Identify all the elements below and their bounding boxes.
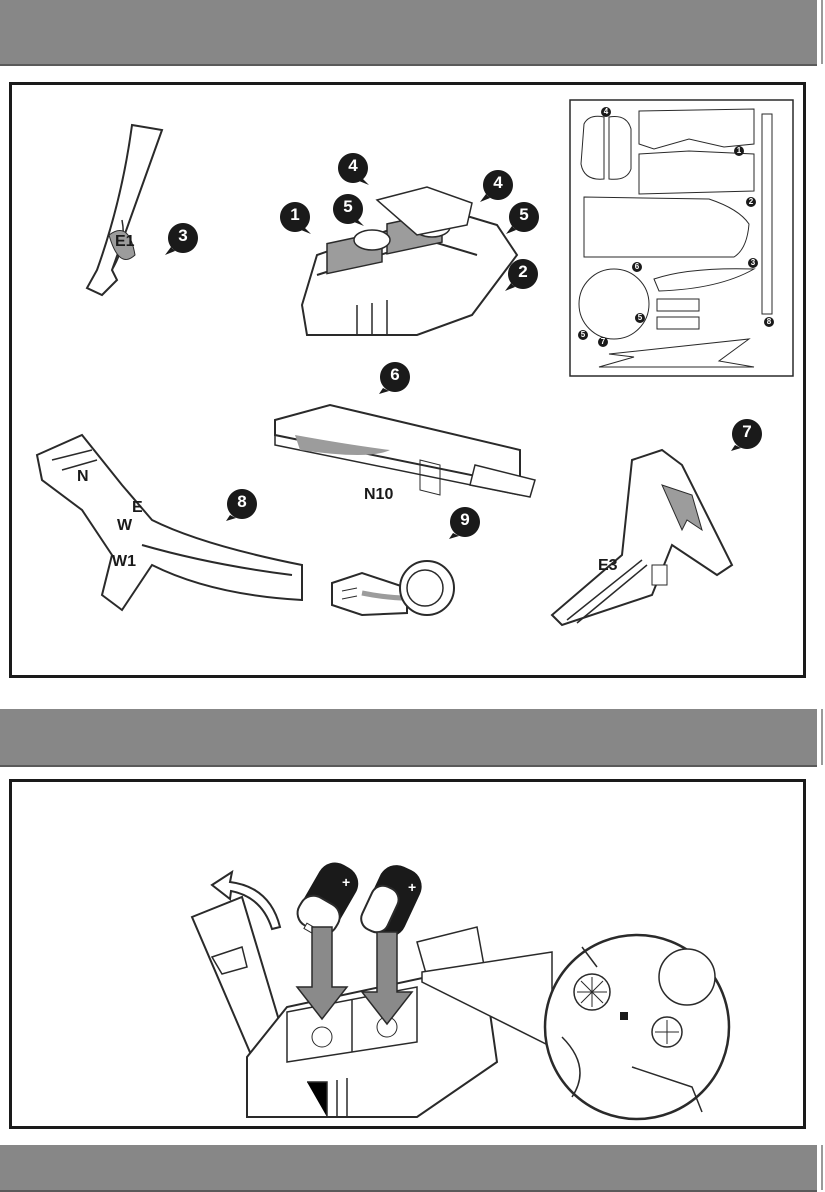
sticker-number: 5 bbox=[578, 330, 588, 340]
band-edge-top bbox=[821, 0, 823, 64]
callout-8: 8 bbox=[224, 487, 260, 523]
sticker-sheet bbox=[569, 99, 794, 377]
band-edge-middle bbox=[821, 709, 823, 765]
band-edge-bottom bbox=[821, 1145, 823, 1190]
label-w1: W1 bbox=[112, 553, 136, 571]
insert-arrow-icon bbox=[292, 927, 352, 1022]
battery-polarity: + bbox=[342, 874, 350, 890]
sticker-number: 3 bbox=[748, 258, 758, 268]
callout-3: 3 bbox=[165, 221, 201, 257]
battery-polarity: + bbox=[408, 879, 416, 895]
sticker-number: 8 bbox=[764, 317, 774, 327]
callout-2: 2 bbox=[505, 257, 541, 293]
sticker-number: 6 bbox=[632, 262, 642, 272]
track-piece-e1 bbox=[77, 120, 177, 305]
bottom-band bbox=[0, 1145, 817, 1192]
callout-4: 4 bbox=[335, 151, 371, 187]
lift-arrow-icon bbox=[210, 867, 285, 932]
zoom-detail-icon bbox=[392, 937, 797, 1132]
callout-6: 6 bbox=[377, 360, 413, 396]
sticker-number: 1 bbox=[734, 146, 744, 156]
track-piece-n10 bbox=[270, 405, 540, 500]
label-e: E bbox=[132, 499, 143, 517]
sticker-number: 2 bbox=[746, 197, 756, 207]
parts-panel: E1 4 1 2 bbox=[9, 82, 806, 678]
sticker-number: 5 bbox=[635, 313, 645, 323]
sticker-number: 4 bbox=[601, 107, 611, 117]
battery-panel: + + bbox=[9, 779, 806, 1129]
middle-band bbox=[0, 709, 817, 767]
label-e3: E3 bbox=[598, 557, 618, 575]
callout-9: 9 bbox=[447, 505, 483, 541]
label-w: W bbox=[117, 517, 132, 535]
callout-1: 1 bbox=[277, 200, 313, 236]
callout-5: 5 bbox=[506, 200, 542, 236]
top-band bbox=[0, 0, 817, 66]
label-e1: E1 bbox=[115, 233, 135, 251]
label-n10: N10 bbox=[364, 486, 393, 504]
sticker-number: 7 bbox=[598, 337, 608, 347]
callout-5: 5 bbox=[330, 192, 366, 228]
callout-4: 4 bbox=[480, 168, 516, 204]
junction-track bbox=[22, 435, 307, 610]
connector-clip bbox=[327, 543, 457, 623]
callout-7: 7 bbox=[729, 417, 765, 453]
ramp-piece-e3 bbox=[542, 445, 742, 635]
label-n: N bbox=[77, 468, 89, 486]
